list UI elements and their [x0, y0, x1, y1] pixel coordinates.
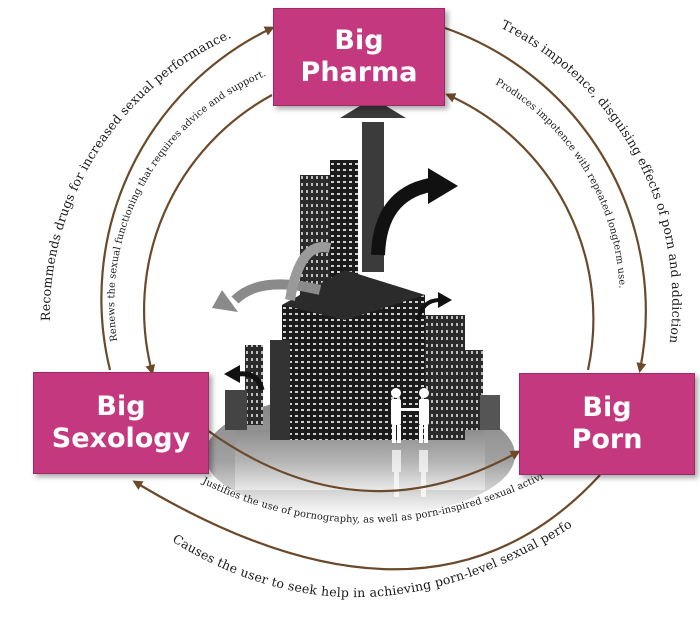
arrow-porn-to-sexology — [132, 474, 601, 571]
arrow-pharma-to-porn — [444, 26, 647, 373]
big-pharma-box: Big Pharma — [273, 8, 445, 106]
arrow-porn-to-pharma — [445, 93, 595, 371]
arrow-sexology-to-porn — [206, 429, 521, 493]
arrow-sexology-to-pharma — [100, 26, 275, 371]
big-porn-line2: Porn — [571, 424, 643, 455]
arrow-pharma-to-sexology — [142, 94, 273, 375]
big-sexology-box: Big Sexology — [33, 372, 209, 474]
big-porn-line1: Big — [582, 391, 632, 423]
city-skyline-with-arrows-icon — [205, 98, 515, 517]
big-pharma-line1: Big — [334, 24, 384, 56]
big-pharma-line2: Pharma — [300, 57, 418, 88]
big-sexology-line2: Sexology — [51, 423, 191, 454]
connector-arrows — [100, 26, 647, 571]
label-outer-left: Recommends drugs for increased sexual pe… — [38, 26, 233, 321]
big-porn-box: Big Porn — [519, 373, 695, 475]
big-sexology-line1: Big — [96, 390, 146, 422]
